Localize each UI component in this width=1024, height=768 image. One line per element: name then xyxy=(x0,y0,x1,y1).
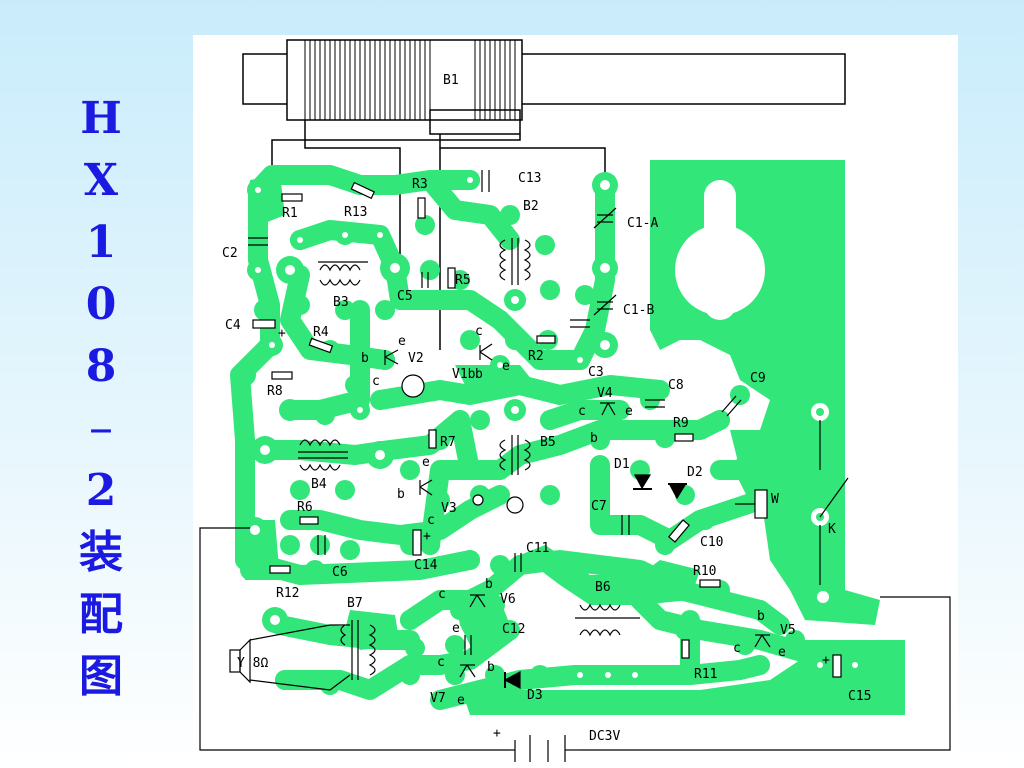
label-b4: B4 xyxy=(311,477,327,492)
label-k: K xyxy=(828,522,836,537)
label-c15: C15 xyxy=(848,689,871,704)
label-d3: D3 xyxy=(527,688,543,703)
label-r10: R10 xyxy=(693,564,716,579)
pcb-assembly-diagram: B1 xyxy=(193,35,958,763)
label-b7: B7 xyxy=(347,596,363,611)
pin-c: c xyxy=(427,513,435,528)
title-char: 装 xyxy=(79,527,123,578)
component-symbols xyxy=(199,170,951,762)
label-c14: C14 xyxy=(414,558,438,573)
label-c8: C8 xyxy=(668,378,684,393)
pin-c: c xyxy=(437,655,445,670)
title-char: X xyxy=(83,155,119,206)
pin-c: c xyxy=(372,374,380,389)
title-char: 2 xyxy=(85,465,117,516)
pin-e: e xyxy=(778,645,786,660)
label-b5: B5 xyxy=(540,435,556,450)
component-labels: C13 R3 R1 R13 B2 C1-A C2 C5 R5 B3 C1-B C… xyxy=(222,171,871,744)
polarity-plus: + xyxy=(423,529,431,544)
mounting-holes xyxy=(401,374,524,514)
label-c1a: C1-A xyxy=(627,216,658,231)
pad-holes xyxy=(250,177,858,678)
pin-e: e xyxy=(422,455,430,470)
label-c4: C4 xyxy=(225,318,241,333)
pin-b: b xyxy=(590,431,598,446)
label-c1b: C1-B xyxy=(623,303,654,318)
pin-e: e xyxy=(502,359,510,374)
label-c7: C7 xyxy=(591,499,607,514)
pin-e: e xyxy=(625,404,633,419)
label-c9: C9 xyxy=(750,371,766,386)
title-char: 1 xyxy=(85,217,117,268)
pin-e: e xyxy=(457,693,465,708)
label-c6: C6 xyxy=(332,565,348,580)
label-c12: C12 xyxy=(502,622,525,637)
label-d2: D2 xyxy=(687,465,703,480)
pin-b: b xyxy=(757,609,765,624)
label-r1: R1 xyxy=(282,206,298,221)
label-v5: V5 xyxy=(780,623,796,638)
label-r9: R9 xyxy=(673,416,689,431)
pin-e: e xyxy=(452,621,460,636)
label-c2: C2 xyxy=(222,246,238,261)
pin-b: b xyxy=(361,351,369,366)
label-c3: C3 xyxy=(588,365,604,380)
label-r3: R3 xyxy=(412,177,428,192)
label-v3: V3 xyxy=(441,501,457,516)
label-b3: B3 xyxy=(333,295,349,310)
label-c5: C5 xyxy=(397,289,413,304)
pin-c: c xyxy=(578,404,586,419)
title-char: 0 xyxy=(85,279,117,330)
component-pads xyxy=(234,170,865,695)
title-char: — xyxy=(90,403,112,454)
title-char: 配 xyxy=(79,589,123,640)
pin-b: b xyxy=(487,660,495,675)
switch-pads xyxy=(807,403,839,613)
pin-b: b xyxy=(475,367,483,382)
label-r8: R8 xyxy=(267,384,283,399)
label-b6: B6 xyxy=(595,580,611,595)
label-c13: C13 xyxy=(518,171,541,186)
plane-cutout xyxy=(675,180,765,320)
label-v4: V4 xyxy=(597,386,613,401)
label-d1: D1 xyxy=(614,457,630,472)
pin-e: e xyxy=(398,334,406,349)
label-c11: C11 xyxy=(526,541,549,556)
label-r4: R4 xyxy=(313,325,329,340)
pin-b: b xyxy=(397,487,405,502)
label-b1: B1 xyxy=(443,73,459,88)
pin-c: c xyxy=(475,324,483,339)
pin-c: c xyxy=(438,587,446,602)
label-speaker: Y 8Ω xyxy=(237,656,268,671)
pin-b: b xyxy=(485,577,493,592)
label-r5: R5 xyxy=(455,273,471,288)
label-r7: R7 xyxy=(440,435,456,450)
pin-c: c xyxy=(733,641,741,656)
label-v6: V6 xyxy=(500,592,516,607)
title-char: H xyxy=(80,93,122,144)
label-c10: C10 xyxy=(700,535,723,550)
antenna-rod xyxy=(242,39,846,350)
label-v1b: V1b xyxy=(452,367,476,382)
label-r6: R6 xyxy=(297,500,313,515)
label-dc3v: DC3V xyxy=(589,729,620,744)
label-plus: + xyxy=(493,726,501,741)
label-r2: R2 xyxy=(528,349,544,364)
title-char: 8 xyxy=(85,341,117,392)
label-v7: V7 xyxy=(430,691,446,706)
title-char: 图 xyxy=(79,651,123,702)
polarity-plus: + xyxy=(278,326,286,341)
label-v2: V2 xyxy=(408,351,424,366)
polarity-plus: + xyxy=(822,653,830,668)
label-r12: R12 xyxy=(276,586,299,601)
label-w: W xyxy=(771,492,779,507)
label-b2: B2 xyxy=(523,199,539,214)
label-r11: R11 xyxy=(694,667,717,682)
label-r13: R13 xyxy=(344,205,367,220)
